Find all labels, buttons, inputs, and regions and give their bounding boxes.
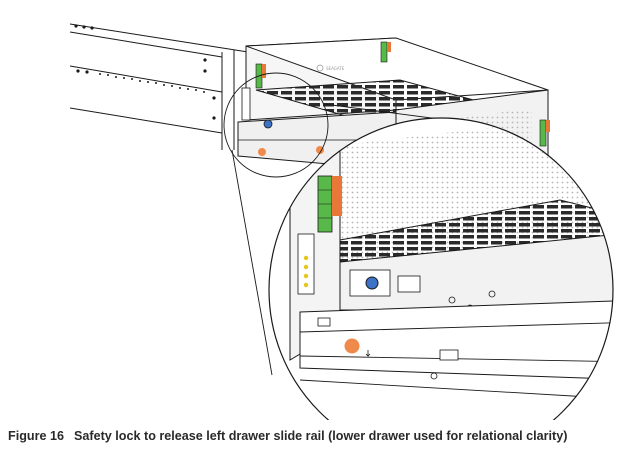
svg-text:SEAGATE: SEAGATE [326,66,345,71]
slide-rail-safety-lock[interactable] [316,146,324,154]
figure-label: Figure 16 [8,429,64,443]
drawer-release-button[interactable] [263,119,273,129]
figure-caption: Figure 16 Safety lock to release left dra… [8,429,633,443]
operator-panel-leds [297,175,342,295]
slide-rail-safety-lock[interactable] [258,148,266,156]
figure-title: Safety lock to release left drawer slide… [74,429,568,443]
seagate-logo: SEAGATE [316,64,345,72]
slide-rail-safety-lock[interactable] [344,338,360,354]
drawer-release-button[interactable] [365,276,379,290]
rack-rail [69,23,249,150]
illustration: SEAGATE SEAGATE [69,23,614,458]
left-drawer-slide-rail [299,299,613,381]
